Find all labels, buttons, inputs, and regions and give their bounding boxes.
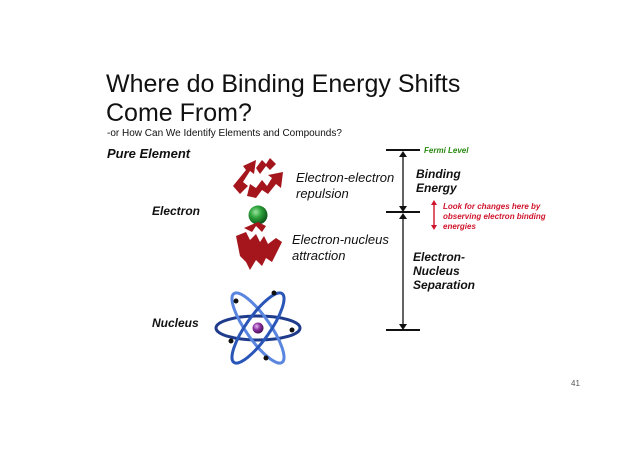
label-electron: Electron	[152, 204, 201, 218]
nucleus-atom-icon	[214, 290, 302, 365]
slide-subtitle: -or How Can We Identify Elements and Com…	[107, 128, 342, 139]
label-look-note: Look for changes here by observing elect…	[443, 202, 546, 231]
label-attraction: Electron-nucleus attraction	[292, 232, 389, 263]
repulsion-arrows-icon	[233, 158, 283, 198]
electron-sphere-icon	[248, 205, 268, 225]
label-fermi-level: Fermi Level	[424, 146, 469, 155]
label-separation: Electron-Nucleus Separation	[413, 250, 476, 292]
energy-scale	[386, 149, 420, 331]
label-pure-element: Pure Element	[107, 146, 191, 161]
label-binding-energy: Binding Energy	[416, 167, 461, 195]
slide-title: Where do Binding Energy Shifts Come From…	[106, 70, 461, 127]
change-indicator-arrow	[431, 200, 437, 230]
label-nucleus: Nucleus	[152, 316, 199, 330]
label-repulsion: Electron-electron repulsion	[296, 170, 395, 201]
attraction-arrows-icon	[236, 222, 282, 270]
page-number: 41	[571, 379, 580, 388]
